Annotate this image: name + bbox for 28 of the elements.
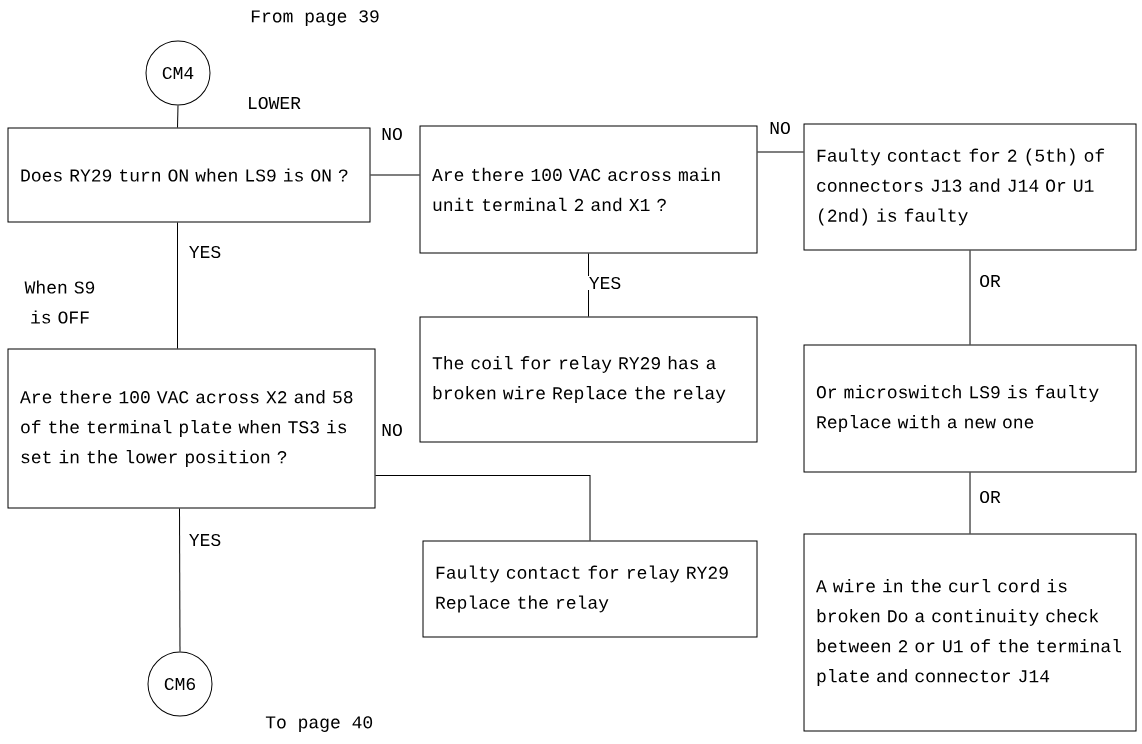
process-box: Or microswitch LS9 is faulty Replace with a new one bbox=[803, 344, 1137, 473]
decision-box: Does RY29 turn ON when LS9 is ON ? bbox=[7, 127, 371, 223]
page-note: From page 39 bbox=[251, 10, 379, 26]
edge-label: YES bbox=[587, 275, 623, 291]
connector-line bbox=[177, 105, 179, 128]
edge-label: NO bbox=[380, 126, 404, 142]
process-box: Faulty contact for relay RY29 Replace the relay bbox=[422, 540, 758, 638]
connector-line bbox=[179, 508, 181, 652]
process-box: The coil for relay RY29 has a broken wire Replace the relay bbox=[419, 316, 758, 443]
connector-line bbox=[375, 475, 591, 541]
edge-label: YES bbox=[187, 244, 223, 260]
connector-line bbox=[969, 472, 971, 534]
process-box: Faulty contact for 2 (5th) of connectors J13 and J14 Or U1 (2nd) is faulty bbox=[803, 123, 1137, 251]
connector-line bbox=[757, 151, 804, 153]
decision-box: Are there 100 VAC across X2 and 58 of the terminal plate when TS3 is set in the lower position ? bbox=[7, 348, 376, 509]
edge-label: NO bbox=[768, 120, 792, 136]
decision-box: Are there 100 VAC across main unit terminal 2 and X1 ? bbox=[419, 125, 758, 254]
connector-line bbox=[969, 250, 971, 345]
note-text: When S9 is OFF bbox=[24, 280, 95, 324]
edge-label: OR bbox=[978, 273, 1002, 289]
edge-label: YES bbox=[187, 532, 223, 548]
connector-line bbox=[370, 174, 420, 176]
page-note: To page 40 bbox=[265, 716, 373, 732]
edge-label: OR bbox=[978, 489, 1002, 505]
note-text: LOWER bbox=[249, 96, 301, 110]
process-box: A wire in the curl cord is broken Do a continuity check between 2 or U1 of the terminal plate and connector J14 bbox=[803, 533, 1137, 732]
connector-line bbox=[177, 222, 178, 349]
edge-label: NO bbox=[380, 422, 404, 438]
